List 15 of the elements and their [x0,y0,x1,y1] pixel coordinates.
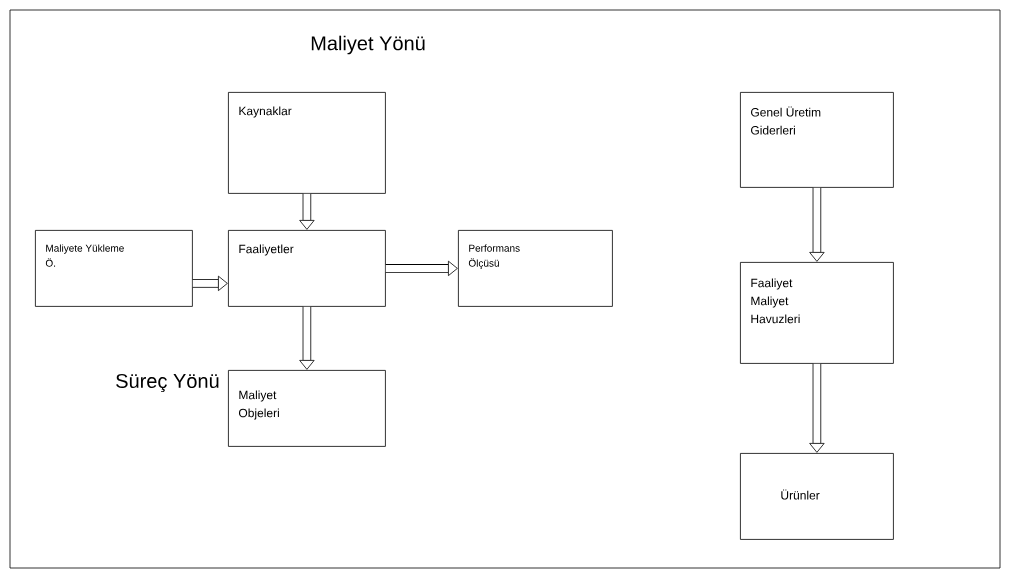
process-box: Faaliyet Maliyet Havuzleri [740,262,894,364]
arrow [299,306,315,370]
process-box: Genel Üretim Giderleri [740,92,894,188]
process-box: Maliyet Objeleri [228,370,386,447]
process-box: Performans Ölçüsü [458,230,613,307]
process-box: Ürünler [740,453,894,540]
process-box: Kaynaklar [228,92,386,194]
direction-label: Maliyet Yönü [311,35,425,55]
arrow [809,363,825,453]
process-box: Faaliyetler [228,230,386,307]
process-box: Maliyete Yükleme Ö. [35,230,193,307]
arrow [192,275,228,292]
arrow [299,193,315,230]
arrow [809,187,825,262]
arrow [385,260,458,277]
